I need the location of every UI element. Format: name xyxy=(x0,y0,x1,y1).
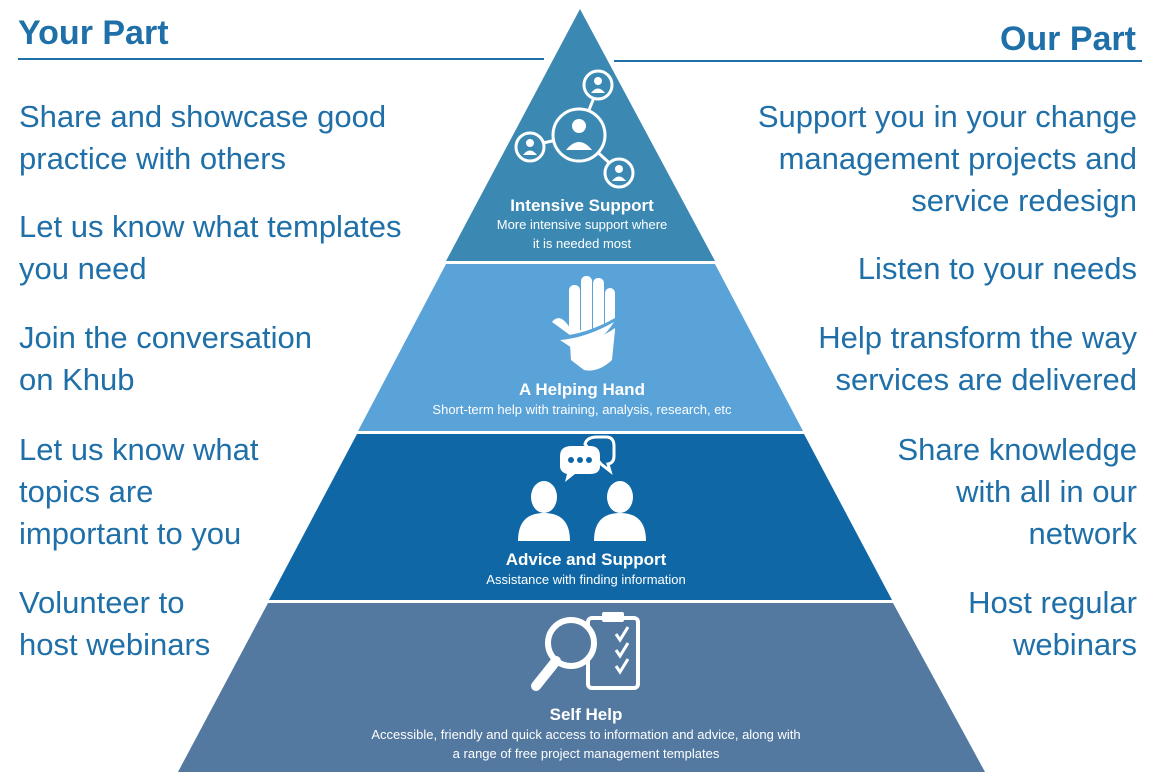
our-part-item-5: Host regular webinars xyxy=(968,582,1137,666)
our-part-divider xyxy=(614,60,1142,62)
our-part-item-3-line-1: Help transform the way xyxy=(818,320,1137,355)
your-part-item-2-line-2: you need xyxy=(19,251,147,286)
our-part-heading: Our Part xyxy=(999,20,1136,58)
network-people-icon xyxy=(514,69,635,189)
tier-advice-support xyxy=(269,434,892,600)
your-part-item-2-line-1: Let us know what templates xyxy=(19,209,402,244)
our-part-item-1: Support you in your change management pr… xyxy=(758,96,1137,222)
our-part-item-4-line-3: network xyxy=(1028,516,1137,551)
conversation-people-icon xyxy=(518,435,646,541)
tier-1-desc-line-2: it is needed most xyxy=(533,236,632,251)
our-part-item-2-line-1: Listen to your needs xyxy=(857,251,1137,286)
tier-4-desc-line-1: Accessible, friendly and quick access to… xyxy=(371,727,800,742)
our-part-item-5-line-1: Host regular xyxy=(968,585,1137,620)
your-part-item-4: Let us know what topics are important to… xyxy=(19,429,259,555)
our-part-item-1-line-3: service redesign xyxy=(911,183,1137,218)
our-part-item-2: Listen to your needs xyxy=(858,248,1137,290)
our-part-item-4: Share knowledge with all in our network xyxy=(897,429,1137,555)
your-part-item-4-line-2: topics are xyxy=(19,474,154,509)
tier-3-title: Advice and Support xyxy=(506,550,667,569)
tier-2-title: A Helping Hand xyxy=(519,380,645,399)
your-part-divider xyxy=(18,58,544,60)
tier-4-desc-line-2: a range of free project management templ… xyxy=(453,746,720,761)
tier-1-desc-line-1: More intensive support where xyxy=(497,217,668,232)
our-part-item-1-line-2: management projects and xyxy=(778,141,1137,176)
our-part-item-4-line-2: with all in our xyxy=(956,474,1137,509)
helping-hand-icon xyxy=(552,276,618,371)
tier-2-desc-line-1: Short-term help with training, analysis,… xyxy=(432,402,732,417)
your-part-item-2: Let us know what templates you need xyxy=(19,206,402,290)
your-part-item-5: Volunteer to host webinars xyxy=(19,582,210,666)
tier-4-title: Self Help xyxy=(550,705,623,724)
your-part-item-5-line-1: Volunteer to xyxy=(19,585,185,620)
your-part-item-3-line-2: on Khub xyxy=(19,362,135,397)
your-part-item-1: Share and showcase good practice with ot… xyxy=(19,96,386,180)
your-part-heading: Your Part xyxy=(18,14,169,52)
your-part-item-4-line-3: important to you xyxy=(19,516,242,551)
tier-1-title: Intensive Support xyxy=(510,196,654,215)
your-part-item-3-line-1: Join the conversation xyxy=(19,320,312,355)
our-part-item-3: Help transform the way services are deli… xyxy=(818,317,1137,401)
search-checklist-icon xyxy=(531,612,640,691)
your-part-item-1-line-2: practice with others xyxy=(19,141,287,176)
your-part-item-5-line-2: host webinars xyxy=(19,627,211,662)
your-part-item-3: Join the conversation on Khub xyxy=(19,317,312,401)
our-part-item-4-line-1: Share knowledge xyxy=(897,432,1137,467)
tier-3-desc-line-1: Assistance with finding information xyxy=(486,572,685,587)
our-part-item-3-line-2: services are delivered xyxy=(835,362,1137,397)
our-part-item-5-line-2: webinars xyxy=(1012,627,1137,662)
our-part-item-1-line-1: Support you in your change xyxy=(757,99,1137,134)
your-part-item-4-line-1: Let us know what xyxy=(19,432,259,467)
your-part-item-1-line-1: Share and showcase good xyxy=(19,99,387,134)
tier-self-help xyxy=(178,603,985,772)
